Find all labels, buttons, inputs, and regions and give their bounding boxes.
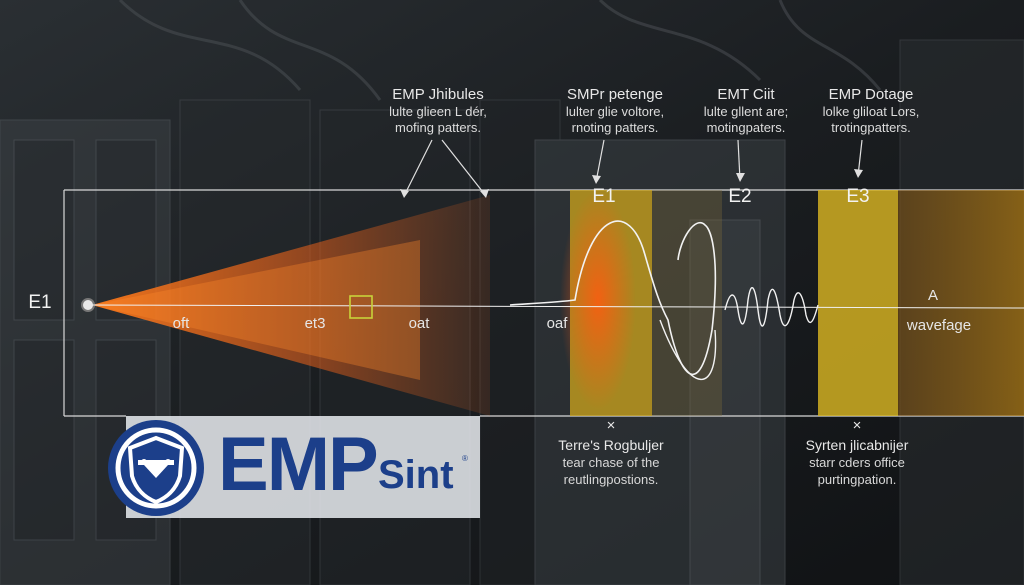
bottom-note-right: × Syrten jlicabnijer starr cders office … [782, 416, 932, 488]
right-label-a: A [927, 287, 938, 304]
bottom-note-left: × Terre's Rogbuljer tear chase of the re… [536, 416, 686, 488]
callout-1-line-1: lulte glieen L dér, [389, 104, 487, 119]
zone-e3-band [818, 190, 898, 416]
zone-right-fade [898, 190, 1024, 416]
callout-2-line-2: rnoting patters. [571, 120, 659, 135]
waveform-e1 [509, 220, 717, 376]
beam-glow [560, 190, 636, 410]
callout-4-title: EMP Dotage [828, 86, 914, 103]
left-label-e1: E1 [28, 292, 52, 313]
right-label-wavefage: wavefage [906, 317, 972, 334]
target-marker [349, 295, 373, 319]
pointer-arrowheads [400, 169, 863, 198]
callout-1-title: EMP Jhibules [392, 86, 484, 103]
waveform-e2 [724, 287, 819, 327]
bottom-right-line-1: starr cders office [809, 455, 905, 470]
bottom-left-line-2: reutlingpostions. [563, 472, 659, 487]
callout-3: EMT Ciit lulte gllent are; motingpaters. [676, 86, 816, 136]
zone-label-e2: E2 [728, 186, 752, 207]
bottom-left-marker: × [606, 417, 616, 434]
callout-2-title: SMPr petenge [567, 86, 663, 103]
bottom-left-line-1: tear chase of the [562, 455, 660, 470]
bottom-right-title: Syrten jlicabnijer [805, 437, 909, 453]
emp-beam-core [92, 240, 420, 380]
logo-registered-mark: ® [462, 454, 468, 463]
callout-1: EMP Jhibules lulte glieen L dér, mofing … [368, 86, 508, 136]
callout-2: SMPr petenge lulter glie voltore, rnotin… [540, 86, 690, 136]
axis-label-oat: oat [408, 315, 430, 332]
bottom-right-marker: × [852, 417, 862, 434]
bottom-left-title: Terre's Rogbuljer [558, 437, 664, 453]
callout-4-line-1: lolke gliloat Lors, [822, 104, 920, 119]
callout-3-line-1: lulte gllent are; [703, 104, 789, 119]
axis-line [91, 304, 1024, 309]
callout-3-title: EMT Ciit [717, 86, 775, 103]
bottom-right-line-2: purtingpation. [817, 472, 897, 487]
callout-4: EMP Dotage lolke gliloat Lors, trotingpa… [796, 86, 946, 136]
shield-emblem-icon [108, 420, 204, 516]
axis-label-et3: et3 [304, 315, 326, 332]
logo-wordmark: EMP [218, 422, 379, 507]
callout-1-line-2: mofing patters. [395, 120, 481, 135]
callout-3-line-2: motingpaters. [706, 120, 786, 135]
zone-label-e3: E3 [846, 186, 870, 207]
axis-label-oft: oft [172, 315, 190, 332]
logo-subword: Sint [378, 453, 454, 497]
zone-label-e1: E1 [592, 186, 616, 207]
waveform-e1-tail [659, 319, 717, 381]
zone-e1-shade [652, 190, 722, 416]
axis-label-oaf: oaf [546, 315, 568, 332]
logo-panel: EMP Sint ® [108, 416, 480, 518]
callout-4-line-2: trotingpatters. [831, 120, 911, 135]
callout-2-line-1: lulter glie voltore, [565, 104, 665, 119]
